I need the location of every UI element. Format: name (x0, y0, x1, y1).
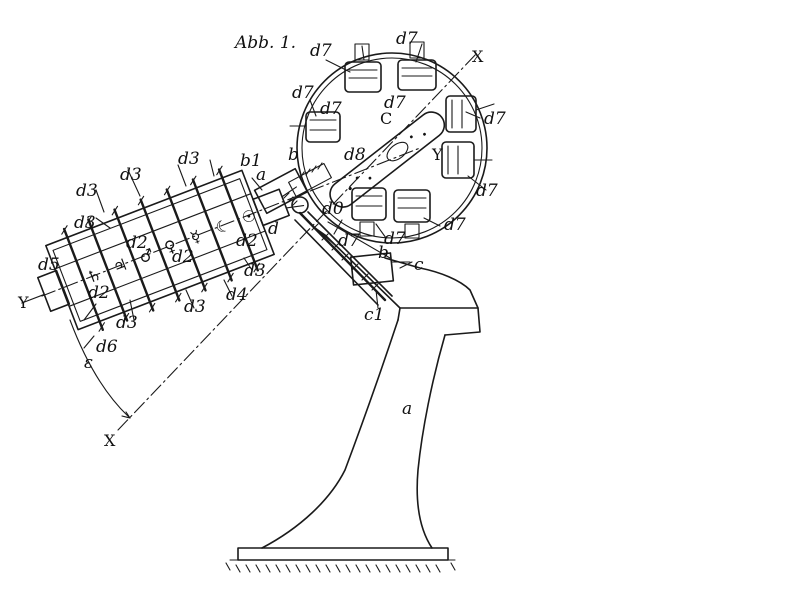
label-b-bottom: b (378, 243, 389, 263)
label-d0: d0 (322, 199, 344, 219)
label-d3-3: d3 (76, 181, 98, 201)
label-epsilon: ε (84, 353, 93, 373)
label-a-small: a (256, 165, 266, 185)
label-b1: b1 (240, 151, 262, 171)
label-d3-1: d3 (178, 149, 200, 169)
label-a-stand: a (402, 399, 412, 419)
figure-title: Abb. 1. (233, 33, 296, 53)
label-d7-9: d7 (384, 229, 406, 249)
label-y-right: Y (431, 145, 443, 164)
projector-d7-top-left (344, 43, 382, 93)
label-d3-2: d3 (120, 165, 142, 185)
label-d5: d5 (38, 255, 60, 275)
label-d2-mid: d2 (172, 247, 194, 267)
label-d2-bottom: d2 (88, 283, 110, 303)
label-d3-5: d3 (184, 297, 206, 317)
label-d7-1: d7 (310, 41, 332, 61)
label-d7-4: d7 (484, 109, 506, 129)
hinge-joint (253, 162, 332, 215)
label-d3-6: d3 (116, 313, 138, 333)
label-c: c (414, 255, 424, 275)
label-sphere-c: C (380, 109, 392, 128)
symbol-sun: ☉ (239, 205, 259, 228)
label-d7-8: d7 (444, 215, 466, 235)
label-d2-left: d2 (126, 233, 148, 253)
label-d7-6: d7 (384, 93, 406, 113)
label-d2-right: d2 (236, 231, 258, 251)
projector-d7-bottom-left (351, 187, 387, 237)
label-d6: d6 (96, 337, 118, 357)
main-shaft (294, 211, 411, 306)
leader-lines (83, 43, 487, 349)
symbol-jupiter: ♃ (110, 254, 130, 277)
label-d: d (268, 219, 279, 239)
label-x-bottom: X (104, 431, 116, 450)
label-d7-10: d7 (338, 231, 360, 251)
label-d4: d4 (226, 285, 248, 305)
projector-d7-right (445, 95, 495, 133)
label-x-top: X (472, 47, 484, 66)
planet-projector-cage: ♄ ♃ ♂ ♀ ☿ ☾ ☉ (21, 162, 332, 332)
label-d3-4: d3 (244, 261, 266, 281)
symbol-moon: ☾ (213, 215, 233, 238)
label-d7-2: d7 (396, 29, 418, 49)
projector-d7-right-lower (441, 141, 493, 179)
projector-d7-left (289, 111, 341, 143)
axis-lines (41, 51, 479, 431)
label-y-left: Y (17, 293, 29, 312)
symbol-saturn: ♄ (84, 264, 104, 287)
labels: X X Y Y C d7 d7 d7 d7 d7 d7 d7 d7 d7 d7 … (17, 29, 506, 450)
projector-d7-bottom-right (393, 189, 431, 239)
symbol-mercury: ☿ (188, 226, 204, 247)
fixed-star-sphere (289, 41, 495, 244)
label-d7-5: d7 (320, 99, 342, 119)
label-b-top: b (288, 145, 299, 165)
label-d8: d8 (344, 145, 366, 165)
symbol-mars: ♂ (136, 244, 156, 267)
label-d3-7: d3 (74, 213, 96, 233)
label-d7-3: d7 (292, 83, 314, 103)
stand-column (261, 221, 481, 549)
label-d7-7: d7 (476, 181, 498, 201)
label-c1: c1 (364, 305, 384, 325)
stand-base (225, 547, 456, 573)
